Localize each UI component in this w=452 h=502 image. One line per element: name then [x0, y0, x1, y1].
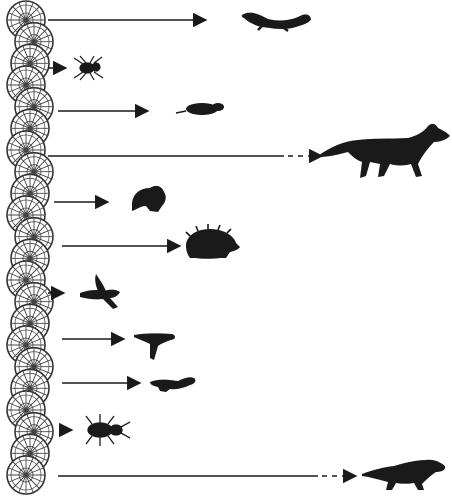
bird-gliding-icon — [134, 333, 175, 360]
fox-icon — [318, 124, 450, 178]
spider-icon — [74, 56, 103, 80]
hedgehog-icon — [186, 224, 240, 259]
beetle-icon — [86, 414, 130, 446]
weasel-icon — [150, 377, 195, 392]
tree-crown-icon — [7, 456, 45, 494]
stoat-icon — [242, 13, 311, 31]
toad-icon — [132, 186, 166, 212]
bird-flying-icon — [80, 274, 120, 309]
polecat-icon — [362, 460, 445, 490]
vole-icon — [176, 103, 224, 115]
hedgerow-trees — [7, 1, 53, 494]
